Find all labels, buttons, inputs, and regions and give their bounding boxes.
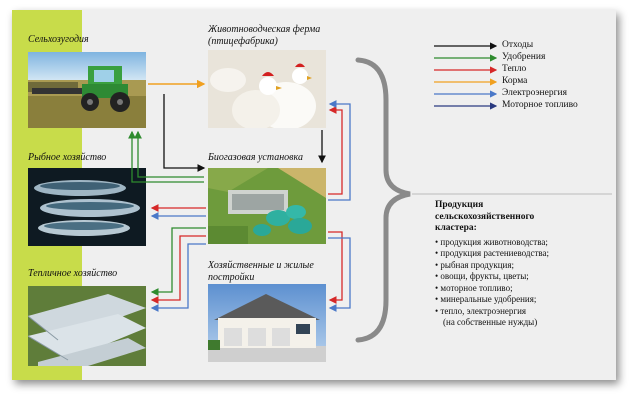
arrow-electricity-buildings (328, 237, 351, 312)
arrow-waste-agri (163, 94, 206, 172)
list-item: рыбная продукция; (435, 260, 610, 272)
arrow-fertilizer-greenhouse (150, 227, 206, 296)
greenhouse-photo (28, 286, 146, 366)
label-biogas: Биогазовая установка (208, 152, 303, 163)
legend-label-electricity: Электроэнергия (502, 88, 567, 98)
label-agriculture: Сельхозугодия (28, 34, 89, 45)
legend-label-fertilizer: Удобрения (502, 52, 546, 62)
legend-label-feed: Корма (502, 76, 528, 86)
legend-label-heat: Тепло (502, 64, 527, 74)
label-buildings: Хозяйственные и жилые постройки (208, 260, 314, 283)
products-block: Продукция сельскохозяйственного кластера… (435, 200, 610, 329)
list-item: минеральные удобрения; (435, 294, 610, 306)
diagram-card: Сельхозугодия Рыбное хозяйство Тепличное… (12, 10, 616, 380)
list-item: продукция животноводства; (435, 237, 610, 249)
arrow-heat-greenhouse (150, 235, 206, 304)
legend-label-waste: Отходы (502, 40, 534, 50)
arrow-electricity-farm (328, 100, 351, 201)
biogas-photo (208, 168, 326, 244)
label-greenhouse: Тепличное хозяйство (28, 268, 118, 279)
list-item: продукция растениеводства; (435, 248, 610, 260)
arrow-fertilizer-agri-2 (134, 130, 204, 178)
label-farm: Животноводческая ферма (птицефабрика) (208, 24, 321, 47)
products-title: Продукция сельскохозяйственного кластера… (435, 200, 535, 233)
list-item: тепло, электроэнергия (435, 306, 610, 318)
product-brace (355, 57, 411, 343)
legend-label-fuel: Моторное топливо (502, 100, 578, 110)
products-list: продукция животноводства; продукция раст… (435, 237, 610, 318)
arrow-heat-farm (328, 106, 343, 195)
list-item: овощи, фрукты, цветы; (435, 271, 610, 283)
products-note: (на собственные нужды) (443, 317, 538, 327)
arrow-electricity-greenhouse (150, 243, 206, 312)
arrow-fertilizer-agri (128, 130, 204, 183)
list-item: моторное топливо; (435, 283, 610, 295)
agriculture-photo (28, 52, 146, 128)
buildings-photo (208, 284, 326, 362)
farm-photo (208, 50, 326, 128)
fish-photo (28, 168, 146, 246)
flow-arrows (128, 42, 612, 343)
arrow-heat-buildings (328, 231, 343, 304)
label-fish: Рыбное хозяйство (28, 152, 107, 163)
